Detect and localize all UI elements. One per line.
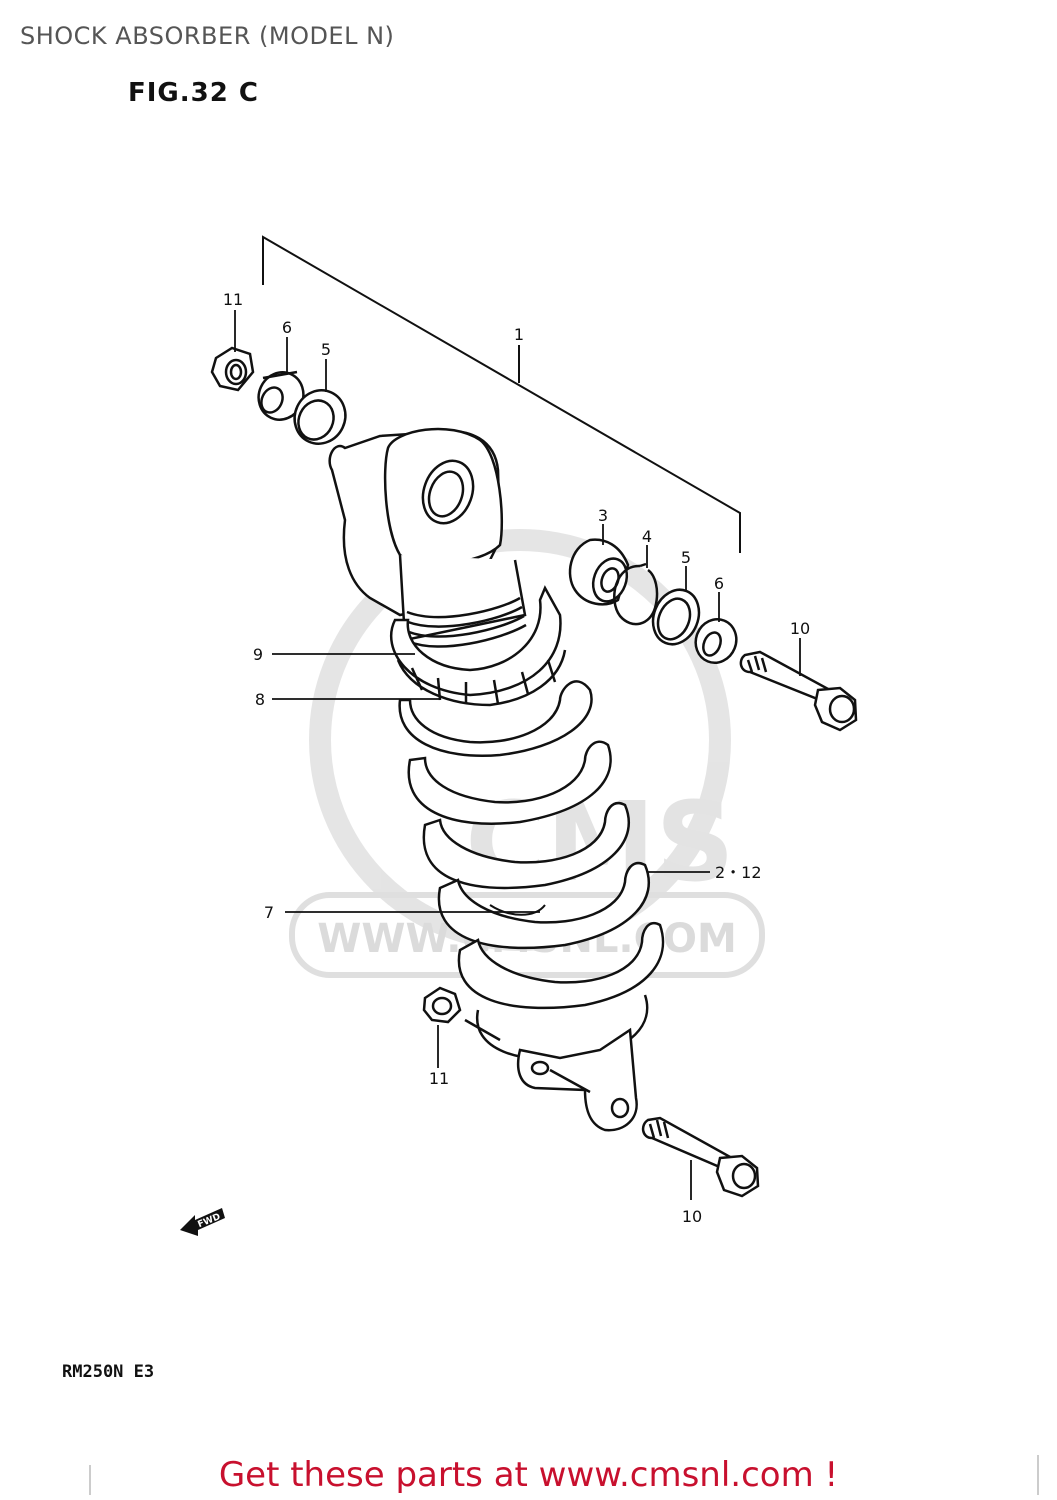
circlip-4 xyxy=(613,562,659,626)
callout-10-right: 10 xyxy=(790,619,810,638)
callout-5-top: 5 xyxy=(321,340,331,359)
stopper-7 xyxy=(489,904,546,916)
callout-5-right: 5 xyxy=(681,548,691,567)
callout-2-12: 2・12 xyxy=(715,863,762,882)
lower-clevis xyxy=(516,1027,638,1132)
fwd-arrow-label: FWD xyxy=(196,1212,222,1230)
callout-8: 8 xyxy=(255,690,265,709)
callout-6-right: 6 xyxy=(714,574,724,593)
nut-11-lower xyxy=(422,986,462,1024)
figure-label: FIG.32 C xyxy=(128,78,259,108)
bearing-3 xyxy=(568,538,630,606)
callout-3: 3 xyxy=(598,506,608,525)
callout-6-top: 6 xyxy=(282,318,292,337)
leader-lines xyxy=(234,310,801,1200)
callout-10-lower: 10 xyxy=(682,1207,702,1226)
bearing-6-right xyxy=(694,618,738,664)
model-code: RM250N E3 xyxy=(62,1362,155,1382)
callout-9: 9 xyxy=(253,645,263,664)
seal-5-right xyxy=(651,588,701,646)
footer-link[interactable]: Get these parts at www.cmsnl.com ! xyxy=(218,1455,839,1495)
callout-4: 4 xyxy=(642,527,652,546)
nut-11-top xyxy=(210,346,255,392)
page-title: SHOCK ABSORBER (MODEL N) xyxy=(20,22,395,50)
fwd-arrow-icon: FWD xyxy=(180,1208,225,1236)
shock-body xyxy=(328,427,527,648)
bolt-10-right xyxy=(739,650,858,732)
callout-11-lower: 11 xyxy=(429,1069,449,1088)
spring-2 xyxy=(398,680,665,1061)
bolt-10-lower xyxy=(641,1116,760,1198)
adjuster-nut-9-8 xyxy=(389,585,567,707)
callout-1: 1 xyxy=(514,325,524,344)
callout-11-top: 11 xyxy=(223,290,243,309)
seal-5-top xyxy=(293,389,347,445)
callout-7: 7 xyxy=(264,903,274,922)
bracket-item-1 xyxy=(262,235,741,553)
